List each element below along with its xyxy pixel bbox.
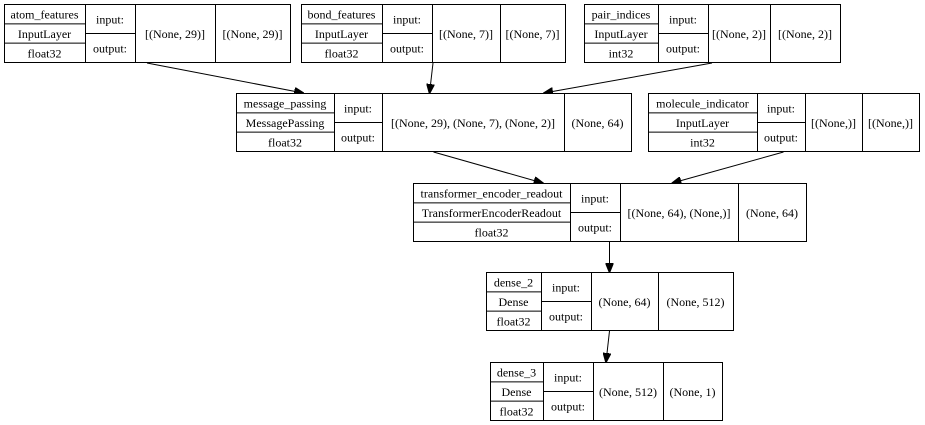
output-label: output: [93, 42, 127, 56]
output-label: output: [666, 42, 700, 56]
node-border [4, 4, 291, 63]
input-shape: [(None, 7)] [439, 27, 493, 41]
edge-molecule-indicator-to-transformer-encoder-readout [672, 151, 784, 183]
input-label: input: [552, 281, 580, 295]
node-border [236, 93, 632, 152]
output-shape: [(None,)] [868, 116, 913, 130]
node-border [301, 4, 566, 63]
output-shape: (None, 64) [746, 206, 798, 220]
output-shape: [(None, 7)] [506, 27, 560, 41]
output-label: output: [551, 400, 585, 414]
layer-name: atom_features [11, 8, 79, 22]
layer-type: MessagePassing [246, 116, 325, 130]
input-shape: [(None, 29)] [145, 27, 205, 41]
input-label: input: [96, 13, 124, 27]
output-label: output: [390, 42, 424, 56]
layer-dtype: float32 [497, 314, 531, 328]
edge-bond-features-to-message-passing [430, 62, 433, 93]
layer-dtype: float32 [268, 135, 302, 149]
layer-name: molecule_indicator [656, 97, 749, 111]
edges-layer [146, 62, 784, 362]
edge-message-passing-to-transformer-encoder-readout [433, 151, 543, 183]
layer-dtype: float32 [500, 404, 534, 418]
edge-pair-indices-to-message-passing [544, 62, 713, 93]
layer-type: InputLayer [676, 116, 729, 130]
input-label: input: [554, 371, 582, 385]
edge-atom-features-to-message-passing [146, 62, 303, 93]
output-label: output: [549, 310, 583, 324]
node-border [486, 272, 734, 331]
input-label: input: [669, 13, 697, 27]
layer-name: bond_features [308, 8, 376, 22]
node-border [584, 4, 841, 63]
layer-type: TransformerEncoderReadout [422, 206, 562, 220]
layer-dtype: int32 [690, 135, 715, 149]
layer-node-transformer-encoder-readout: transformer_encoder_readoutTransformerEn… [413, 183, 807, 242]
layer-name: pair_indices [592, 8, 651, 22]
layer-name: dense_3 [497, 366, 536, 380]
input-shape: (None, 512) [599, 385, 657, 399]
layer-dtype: float32 [325, 46, 359, 60]
output-label: output: [578, 221, 612, 235]
output-label: output: [764, 131, 798, 145]
output-shape: (None, 512) [667, 295, 725, 309]
layer-name: dense_2 [494, 276, 533, 290]
layer-name: transformer_encoder_readout [421, 187, 564, 201]
layer-name: message_passing [244, 97, 327, 111]
input-shape: [(None, 29), (None, 7), (None, 2)] [391, 116, 555, 130]
node-border [490, 362, 723, 421]
input-shape: [(None,)] [811, 116, 856, 130]
input-label: input: [767, 102, 795, 116]
input-shape: (None, 64) [599, 295, 651, 309]
input-label: input: [344, 102, 372, 116]
layer-dtype: float32 [475, 225, 509, 239]
input-shape: [(None, 2)] [712, 27, 766, 41]
layer-type: InputLayer [315, 27, 368, 41]
output-shape: [(None, 29)] [223, 27, 283, 41]
output-shape: (None, 1) [670, 385, 716, 399]
output-shape: [(None, 2)] [778, 27, 832, 41]
edge-dense-2-to-dense-3 [606, 330, 610, 362]
output-shape: (None, 64) [572, 116, 624, 130]
input-label: input: [581, 192, 609, 206]
layer-type: InputLayer [594, 27, 647, 41]
layer-type: Dense [499, 295, 529, 309]
layer-type: Dense [502, 385, 532, 399]
layer-type: InputLayer [18, 27, 71, 41]
layer-dtype: int32 [609, 46, 634, 60]
input-label: input: [393, 13, 421, 27]
input-shape: [(None, 64), (None,)] [628, 206, 731, 220]
output-label: output: [341, 131, 375, 145]
layer-dtype: float32 [28, 46, 62, 60]
